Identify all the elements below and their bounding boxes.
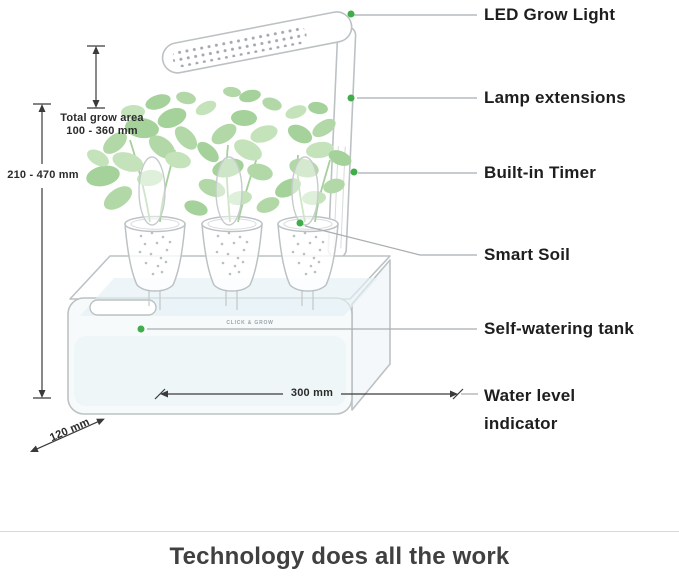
callout-line-smart-soil <box>304 225 477 256</box>
grow-area-dimension-text: Total grow area 100 - 360 mm <box>50 112 154 138</box>
tank-handle-slot <box>89 299 157 316</box>
callout-label-built-in-timer: Built-in Timer <box>484 163 597 182</box>
dimension-grow-area <box>87 45 105 109</box>
callout-label-lamp-extensions: Lamp extensions <box>484 88 626 107</box>
dot-built-in-timer <box>350 168 358 176</box>
callout-lines <box>147 14 478 395</box>
grow-area-title: Total grow area <box>60 112 144 124</box>
callout-dots <box>137 10 358 333</box>
footer-caption: Technology does all the work <box>169 543 510 570</box>
width-dimension-text: 300 mm <box>290 387 334 399</box>
dot-smart-soil <box>296 219 304 227</box>
water-volume <box>74 336 346 406</box>
callout-label-water-level-indicator: Water level indicator <box>484 386 576 433</box>
dot-lamp-extensions <box>347 94 355 102</box>
callout-label-smart-soil: Smart Soil <box>484 245 571 264</box>
grow-area-value: 100 - 360 mm <box>66 125 138 137</box>
footer-divider <box>0 531 679 532</box>
dimension-height <box>33 103 51 399</box>
dimension-width <box>154 388 464 400</box>
led-lamp-head <box>161 11 353 74</box>
dimension-depth <box>30 418 105 452</box>
callout-label-led-grow-light: LED Grow Light <box>484 5 616 24</box>
height-dimension-text: 210 - 470 mm <box>7 169 79 181</box>
dot-self-watering-tank <box>137 325 145 333</box>
dot-led-grow-light <box>347 10 355 18</box>
led-dot-grid <box>172 25 307 68</box>
callout-label-self-watering-tank: Self-watering tank <box>484 319 635 338</box>
brand-label: CLICK & GROW <box>226 320 274 326</box>
